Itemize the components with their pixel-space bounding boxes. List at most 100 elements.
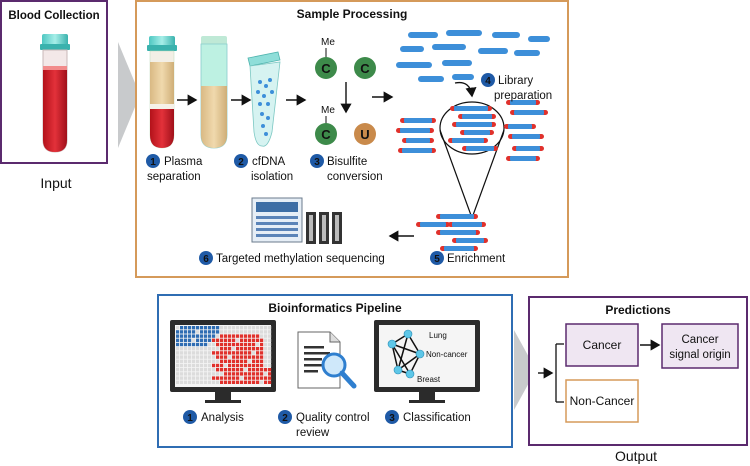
heatmap-cell <box>192 363 196 368</box>
heatmap-cell <box>244 351 248 355</box>
heatmap-cell <box>208 380 212 384</box>
heatmap-cell <box>180 347 184 351</box>
cancer-box <box>565 323 639 367</box>
heatmap-cell <box>232 359 236 363</box>
heatmap-cell <box>244 347 248 351</box>
input-label: Input <box>40 175 71 191</box>
heatmap-cell <box>200 376 204 380</box>
heatmap-cell <box>216 351 220 355</box>
heatmap-cell <box>264 326 268 330</box>
heatmap-cell <box>228 347 232 351</box>
bioinformatics-title: Bioinformatics Pipeline <box>268 301 402 315</box>
heatmap-cell <box>256 326 260 330</box>
heatmap-cell <box>208 330 212 334</box>
step-1-label: 1 Plasma separation <box>146 154 203 183</box>
heatmap-cell <box>240 330 244 334</box>
heatmap-cell <box>176 376 180 380</box>
heatmap-cell <box>212 380 216 384</box>
heatmap-cell <box>180 342 184 347</box>
cancer-origin-label-1: Cancer <box>681 334 718 346</box>
heatmap-cell <box>208 342 212 347</box>
heatmap-cell <box>236 338 240 342</box>
heatmap-cell <box>260 326 264 330</box>
strand-insert <box>454 106 488 111</box>
heatmap-cell <box>244 330 248 334</box>
heatmap-cell <box>248 338 252 342</box>
heatmap-cell <box>260 368 264 372</box>
heatmap-cell <box>184 330 188 334</box>
heatmap-cell <box>248 359 252 363</box>
svg-text:Plasma: Plasma <box>164 156 203 168</box>
strand-insert <box>456 238 484 243</box>
heatmap-cell <box>180 376 184 380</box>
heatmap-cell <box>208 355 212 359</box>
strand-insert <box>452 138 484 143</box>
heatmap-cell <box>220 326 224 330</box>
heatmap-cell <box>256 338 260 342</box>
heatmap-cell <box>192 338 196 342</box>
heatmap-cell <box>176 355 180 359</box>
arrow-library <box>454 81 477 98</box>
strand-insert <box>462 114 492 119</box>
heatmap-cell <box>232 368 236 372</box>
sequencer-icon <box>251 197 342 244</box>
strand-insert <box>400 128 430 133</box>
heatmap-cell <box>248 326 252 330</box>
strand-insert <box>510 100 536 105</box>
heatmap-cell <box>200 334 204 338</box>
heatmap-cell <box>188 338 192 342</box>
heatmap-cell <box>196 330 200 334</box>
heatmap-cell <box>196 372 200 376</box>
heatmap-cell <box>220 355 224 359</box>
heatmap-cell <box>244 326 248 330</box>
heatmap-cell <box>244 376 248 380</box>
bioinformatics-panel: Bioinformatics Pipeline <box>157 294 513 448</box>
heatmap-cell <box>192 334 196 338</box>
heatmap-cell <box>188 334 192 338</box>
strand-insert <box>516 146 540 151</box>
heatmap-cell <box>236 355 240 359</box>
heatmap-cell <box>196 380 200 384</box>
svg-text:separation: separation <box>147 171 201 183</box>
heatmap-cell <box>228 363 232 368</box>
input-panel: Blood Collection Input <box>0 0 108 191</box>
heatmap-cell <box>176 330 180 334</box>
heatmap-cell <box>232 355 236 359</box>
svg-text:2: 2 <box>238 157 244 168</box>
sample-processing-title: Sample Processing <box>297 7 408 21</box>
heatmap-cell <box>232 326 236 330</box>
heatmap-cell <box>268 338 272 342</box>
heatmap-cell <box>244 372 248 376</box>
heatmap-cell <box>224 347 228 351</box>
heatmap-cell <box>188 380 192 384</box>
svg-text:cfDNA: cfDNA <box>252 156 286 168</box>
strand-insert <box>452 222 482 227</box>
heatmap-cell <box>196 342 200 347</box>
heatmap-cell <box>236 351 240 355</box>
heatmap-cell <box>188 363 192 368</box>
heatmap-cell <box>228 326 232 330</box>
heatmap-cell <box>204 342 208 347</box>
heatmap-cell <box>176 338 180 342</box>
heatmap-cell <box>252 363 256 368</box>
heatmap-cell <box>220 334 224 338</box>
heatmap-cell <box>216 359 220 363</box>
heatmap-cell <box>232 372 236 376</box>
svg-text:Analysis: Analysis <box>201 412 244 424</box>
cfdna-microtube-icon <box>247 51 281 147</box>
heatmap-cell <box>248 355 252 359</box>
heatmap-cell <box>256 351 260 355</box>
heatmap-cell <box>192 347 196 351</box>
step-2-label: 2 cfDNA isolation <box>234 154 293 183</box>
cancer-label: Cancer <box>583 338 622 352</box>
strand-insert <box>420 222 446 227</box>
svg-text:3: 3 <box>389 413 395 424</box>
heatmap-cell <box>268 372 272 376</box>
strand-insert <box>512 134 540 139</box>
heatmap-cell <box>196 363 200 368</box>
heatmap-cell <box>224 334 228 338</box>
heatmap-cell <box>252 338 256 342</box>
strand-insert <box>508 124 532 129</box>
svg-text:Library: Library <box>498 75 533 87</box>
heatmap-cell <box>264 351 268 355</box>
